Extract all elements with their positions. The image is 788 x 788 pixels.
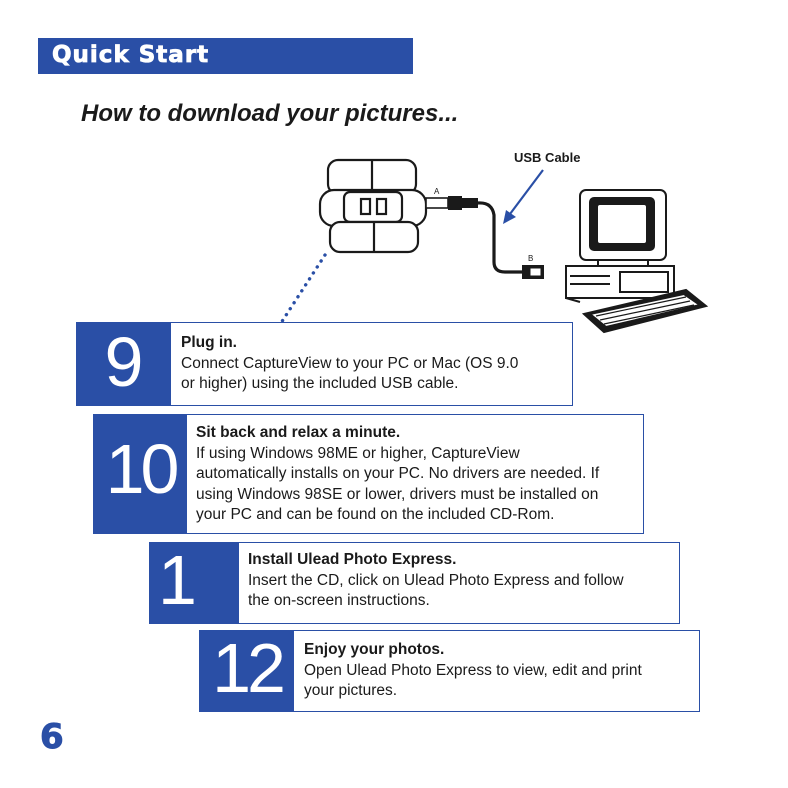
step-10-line-1: If using Windows 98ME or higher, Capture…	[196, 444, 520, 462]
cable-end-a-label: A	[434, 187, 440, 196]
step-9-title: Plug in.	[181, 334, 237, 351]
camera-icon	[318, 158, 428, 254]
step-10-line-4: your PC and can be found on the included…	[196, 506, 555, 523]
step-1-title: Install Ulead Photo Express.	[248, 551, 457, 568]
step-1-line-2: the on-screen instructions.	[248, 592, 430, 609]
step-12-card: 12 Enjoy your photos. Open Ulead Photo E…	[199, 630, 700, 712]
step-10-number: 10	[94, 415, 187, 533]
usb-cable-arrow	[509, 169, 544, 215]
step-12-line-2: your pictures.	[304, 682, 398, 699]
page-number: 6	[40, 717, 65, 758]
cable-end-b-label: B	[528, 254, 533, 263]
arrow-head-icon	[503, 210, 516, 224]
step-1-card: 1 Install Ulead Photo Express. Insert th…	[149, 542, 680, 624]
section-banner-title: Quick Start	[52, 42, 210, 69]
step-10-line-2: automatically installs on your PC. No dr…	[196, 465, 600, 482]
step-10-title: Sit back and relax a minute.	[196, 424, 401, 441]
step-9-line-1: Connect CaptureView to your PC or Mac (O…	[181, 354, 519, 372]
step-12-title: Enjoy your photos.	[304, 641, 445, 658]
step-9-number: 9	[77, 323, 171, 405]
section-banner: Quick Start	[38, 38, 413, 74]
computer-icon	[565, 189, 709, 334]
step-10-card: 10 Sit back and relax a minute. If using…	[93, 414, 644, 534]
step-12-number: 12	[200, 631, 294, 711]
step-12-line-1: Open Ulead Photo Express to view, edit a…	[304, 661, 642, 679]
step-9-line-2: or higher) using the included USB cable.	[181, 375, 459, 392]
usb-cable-label: USB Cable	[514, 150, 580, 165]
step-10-line-3: using Windows 98SE or lower, drivers mus…	[196, 485, 599, 503]
page-subtitle: How to download your pictures...	[81, 100, 459, 127]
step-9-card: 9 Plug in. Connect CaptureView to your P…	[76, 322, 573, 406]
step-1-line-1: Insert the CD, click on Ulead Photo Expr…	[248, 571, 624, 589]
usb-cable	[425, 196, 544, 279]
step-1-number: 1	[150, 543, 239, 623]
